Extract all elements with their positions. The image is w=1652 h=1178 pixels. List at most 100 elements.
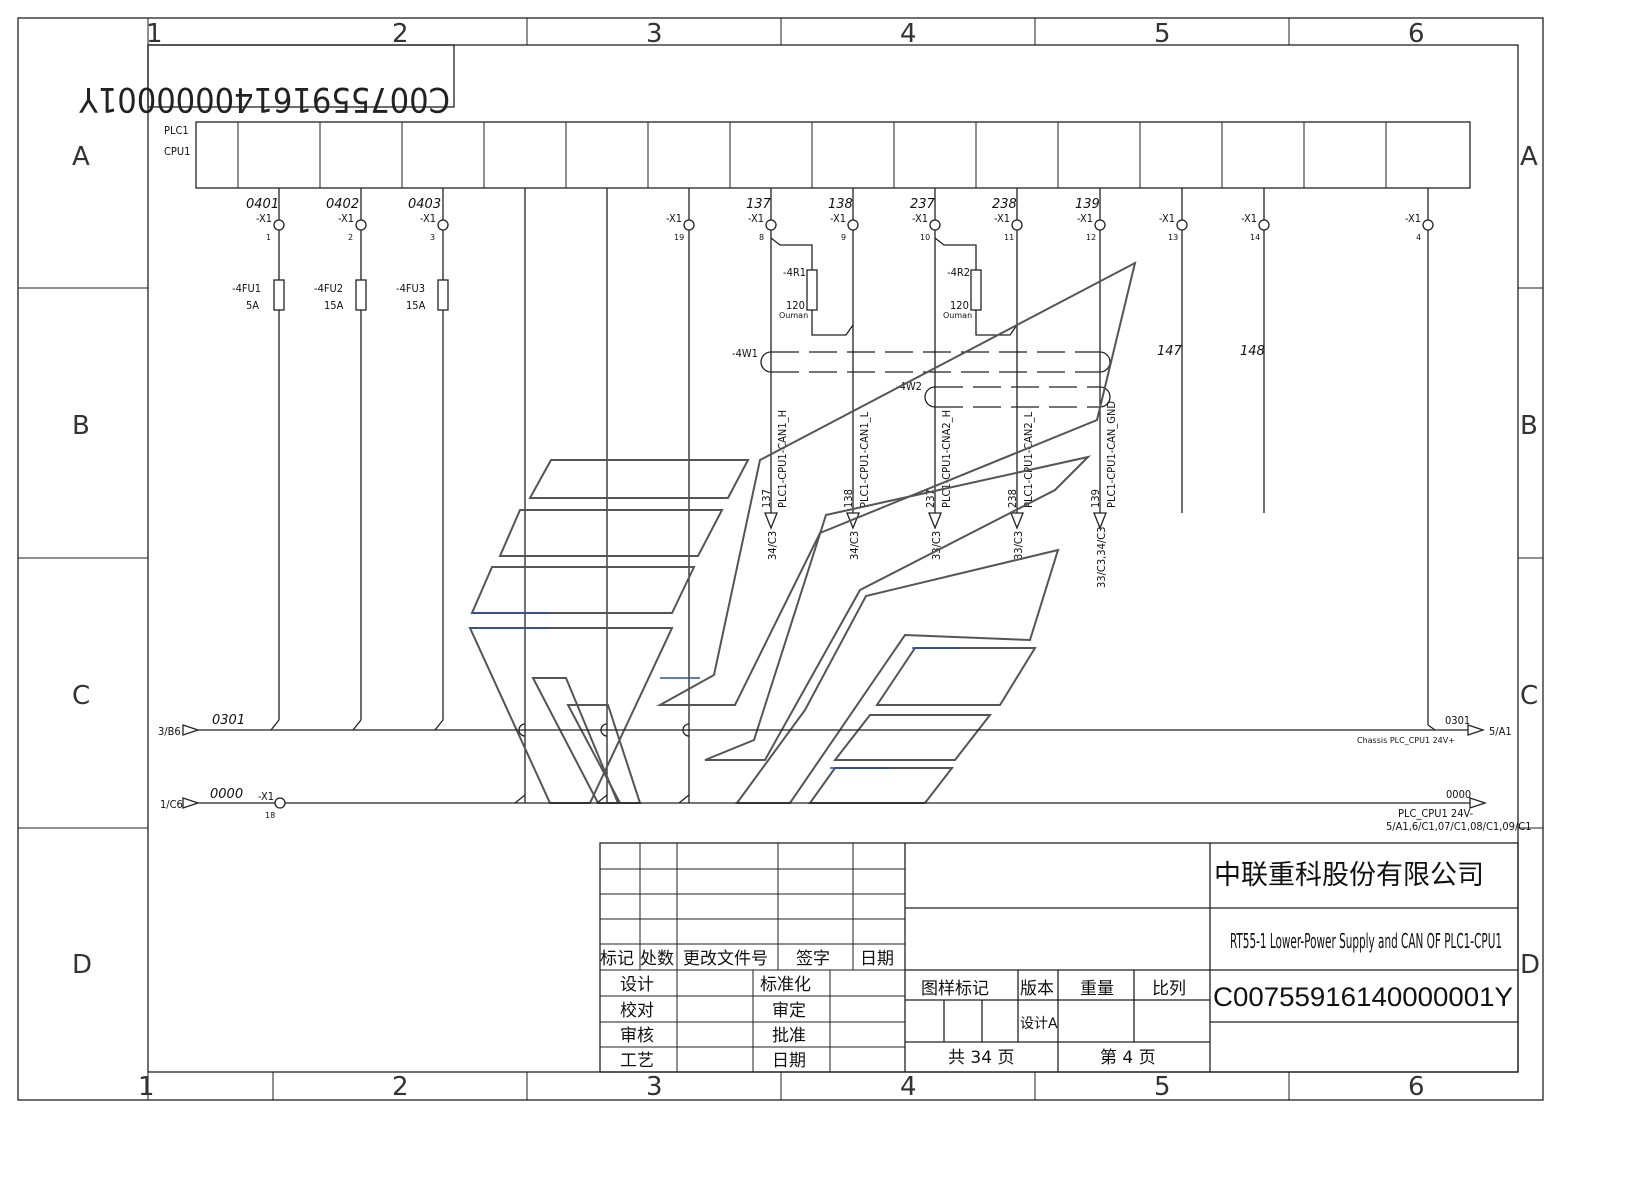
bus-0000-right-wire: 0000 [1446,788,1471,801]
bus-0301-right-wire: 0301 [1445,714,1470,727]
col-label-1: 1 [146,19,163,49]
bus-0000-right-name: PLC_CPU1 24V- [1398,807,1474,820]
col-label-6: 6 [1408,19,1425,49]
term-tag-7: -X1 [994,212,1010,225]
bus-chassis-label: Chassis PLC_CPU1 24V+ [1357,736,1455,745]
col-label-3: 3 [646,19,663,49]
drawing-title: RT55-1 Lower-Power Supply and CAN OF PLC… [1230,929,1502,953]
rev-hdr-date: 日期 [860,949,894,969]
term-tag-5: -X1 [830,212,846,225]
term-tag-4: -X1 [748,212,764,225]
fuse-rating-0: 5A [246,299,259,312]
term-wire-8: 139 [1075,197,1100,212]
term-wire-7: 238 [992,197,1017,212]
signal-name-0: PLC1-CPU1-CAN1_H [776,410,789,508]
company-watermark-logo [468,261,1137,804]
term-tag-0: -X1 [256,212,272,225]
term-pin-2: 3 [430,233,435,242]
row-label-b: B [72,411,90,441]
plc-module-slots [237,122,1387,188]
term-pin-10: 14 [1250,233,1260,242]
hdr-drawing-mark: 图样标记 [921,979,989,999]
crossover-arcs [518,723,690,737]
col-label-2-bottom: 2 [392,1072,409,1102]
column-dividers [147,18,1290,1100]
design-a: 设计A [1020,1016,1058,1032]
signal-labels: PLC1-CPU1-CAN1_H 137 34/C3 PLC1-CPU1-CAN… [760,401,1118,588]
bus-0000-right-refs: 5/A1,6/C1,07/C1,08/C1,09/C1 [1386,820,1532,833]
term-pin-7: 11 [1004,233,1014,242]
sign-row-2-a: 审核 [620,1026,654,1046]
signal-num-4: 139 [1089,489,1102,508]
cable-shields [760,351,1111,408]
rev-hdr-mark: 标记 [600,949,634,969]
resistor-name-0: -4R1 [783,266,806,279]
signal-ref-4: 33/C3,34/C3 [1095,527,1108,588]
term-wire-1: 0402 [326,197,359,212]
term-tag-8: -X1 [1077,212,1093,225]
term-tag-11: -X1 [1405,212,1421,225]
term-pin-6: 10 [920,233,930,242]
term-pin-11: 4 [1416,233,1421,242]
col-label-5: 5 [1154,19,1171,49]
row-label-d-right: D [1520,950,1540,980]
col-label-1-bottom: 1 [138,1072,155,1102]
fuse-name-2: -4FU3 [396,282,425,295]
resistor-wiring [770,237,1018,336]
signal-num-1: 138 [842,489,855,508]
signal-ref-3: 33/C3 [1012,531,1025,560]
resistor-value-0: 120 [786,299,805,312]
company-name: 中联重科股份有限公司 [1214,860,1484,891]
term-tag-2: -X1 [420,212,436,225]
sign-row-3-b: 日期 [772,1051,806,1071]
terminal-circles [273,219,1434,231]
wire-147-label: 147 [1157,344,1183,359]
signal-num-0: 137 [760,489,773,508]
sign-row-3-a: 工艺 [620,1051,654,1071]
row-label-c-right: C [1520,681,1538,711]
term-wire-5: 138 [828,197,853,212]
resistor-name-1: -4R2 [947,266,970,279]
sign-row-2-b: 批准 [772,1026,806,1046]
signal-ref-2: 33/C3 [930,531,943,560]
term-tag-9: -X1 [1159,212,1175,225]
fuse-name-0: -4FU1 [232,282,261,295]
row-label-a-right: A [1520,142,1538,172]
signal-arrows [764,512,1107,530]
row-dividers [18,287,1543,829]
term-pin-1: 2 [348,233,353,242]
total-pages: 共 34 页 [948,1048,1014,1068]
signal-name-1: PLC1-CPU1-CAN1_L [858,411,871,508]
drawing-code: C00755916140000001Y [1213,982,1513,1012]
wire-148-label: 148 [1240,344,1265,359]
row-label-b-right: B [1520,411,1538,441]
signal-name-3: PLC1-CPU1-CAN2_L [1022,411,1035,508]
col-label-5-bottom: 5 [1154,1072,1171,1102]
fuse-name-1: -4FU2 [314,282,343,295]
term-wire-2: 0403 [408,197,441,212]
term-pin-0: 1 [266,233,271,242]
resistor-unit-0: Ouman [779,311,808,320]
resistor-unit-1: Ouman [943,311,972,320]
rev-hdr-sign: 签字 [796,949,830,969]
revision-grid [600,843,905,1072]
bus-0301 [182,719,1486,736]
bus-x1-pin: 18 [265,811,275,820]
signal-ref-1: 34/C3 [848,531,861,560]
term-tag-6: -X1 [912,212,928,225]
term-tag-3: -X1 [666,212,682,225]
row-label-d: D [72,950,92,980]
term-pin-9: 13 [1168,233,1178,242]
term-pin-5: 9 [841,233,846,242]
plc-label-2: CPU1 [164,145,190,158]
mirrored-id-group: C00755916140000001Y [79,79,450,119]
rev-hdr-count: 处数 [640,949,674,969]
bus-0301-left-ref: 3/B6 [158,725,181,738]
plc-label-1: PLC1 [164,124,189,137]
signal-num-3: 238 [1006,489,1019,508]
bus-0301-right-ref: 5/A1 [1489,725,1512,738]
col-label-3-bottom: 3 [646,1072,663,1102]
col-label-4-bottom: 4 [900,1072,917,1102]
bus-0301-wire: 0301 [212,713,245,728]
